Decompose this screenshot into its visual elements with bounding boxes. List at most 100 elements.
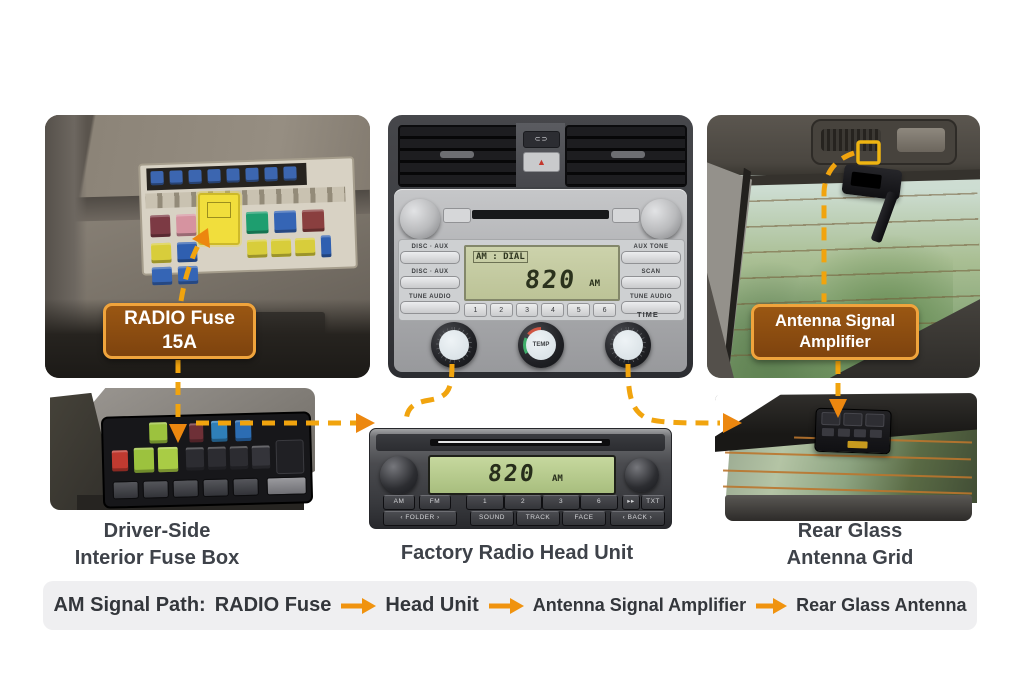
caption-line: Factory Radio Head Unit	[400, 542, 634, 564]
fuse-icon	[246, 239, 268, 259]
connector-pin	[869, 429, 883, 439]
tune-knob	[625, 458, 659, 492]
text-button: TXT	[641, 495, 665, 510]
fm-button: FM	[419, 495, 451, 510]
button-label: DISC · AUX	[411, 269, 449, 275]
track-button: TRACK	[516, 511, 560, 526]
preset-button: 4	[541, 303, 565, 317]
lcd-mode-text: AM : DIAL	[473, 251, 528, 263]
dome-light-bezel	[810, 119, 957, 165]
fuse-icon	[148, 422, 168, 444]
callout-line: Amplifier	[799, 333, 871, 351]
signal-path-step: RADIO Fuse	[214, 594, 332, 616]
dome-light-lens	[896, 128, 945, 152]
preset-button: 3	[542, 495, 580, 510]
side-button-group: DISC · AUX	[400, 269, 460, 289]
caption-head-unit: Factory Radio Head Unit	[342, 540, 692, 567]
air-vent-right	[565, 125, 687, 187]
preset-button: 1	[466, 495, 504, 510]
signal-path-bar: AM Signal Path: RADIO Fuse Head Unit Ant…	[43, 581, 977, 630]
caption-line: Driver-Side	[103, 520, 211, 542]
lcd-band: AM	[589, 279, 600, 289]
rocker-switch	[142, 480, 169, 499]
fuse-icon	[320, 235, 332, 258]
button-label: SCAN	[641, 269, 661, 275]
fuse-icon	[229, 445, 249, 470]
callout-line: 15A	[162, 332, 197, 353]
preset-button: 6	[580, 495, 618, 510]
lower-sill	[725, 495, 972, 521]
fuse-slot-row	[145, 186, 346, 209]
fuse-icon	[177, 265, 199, 285]
photo-head-unit-dash: ⊂⊃ ▲ DISC · AUX DISC · AUX TUNE AUDIO AU…	[388, 115, 693, 378]
preset-button-row: 1 2 3 4 5 6	[464, 303, 616, 317]
fuse-icon	[189, 423, 204, 443]
fuse-icon	[251, 445, 271, 469]
seek-button: ▸▸	[622, 495, 640, 510]
fuse-icon	[210, 420, 228, 442]
rocker-switch	[112, 480, 139, 500]
knob-face	[439, 330, 469, 360]
fuse-icon	[150, 242, 172, 264]
eject-button: ⊂⊃	[523, 131, 560, 148]
connector-tab	[843, 412, 863, 427]
connector-tab	[821, 411, 841, 426]
preset-button: 2	[504, 495, 542, 510]
lcd-frequency: 820	[523, 265, 578, 294]
callout-line: Antenna Signal	[774, 312, 896, 331]
radio-lcd: 820 AM	[428, 455, 616, 495]
folder-button: ‹ FOLDER ›	[383, 511, 457, 526]
button	[400, 251, 460, 264]
fuse-icon	[185, 447, 205, 471]
side-button-group: DISC · AUX	[400, 244, 460, 264]
side-button-group: TUNE AUDIO	[621, 294, 681, 314]
signal-path-step: Head Unit	[385, 594, 479, 616]
fuse-icon	[133, 447, 155, 473]
radio-lcd: AM : DIAL 820 AM	[464, 245, 620, 301]
temp-knob: TEMP	[518, 322, 564, 368]
fuse-icon	[273, 210, 297, 234]
preset-button: 1	[464, 303, 487, 317]
fan-knob	[431, 322, 477, 368]
fuse-icon	[176, 241, 198, 263]
antenna-amplifier-module	[814, 407, 892, 455]
speaker-grille	[820, 129, 881, 151]
signal-path-step: Antenna Signal Amplifier	[532, 595, 747, 615]
fuse-icon	[234, 419, 252, 442]
signal-path-step: Rear Glass Antenna	[796, 595, 967, 615]
preset-button: 2	[489, 303, 513, 317]
lcd-band: AM	[552, 474, 563, 484]
time-label: TIME	[637, 310, 659, 319]
radio-fuse-highlight	[198, 193, 240, 245]
fuse-icon	[301, 209, 325, 233]
fuse-icon	[175, 213, 197, 237]
antenna-amplifier-callout: Antenna Signal Amplifier	[751, 304, 919, 360]
orange-arrow-icon	[488, 597, 524, 614]
knob-face: TEMP	[526, 330, 556, 360]
preset-button: 3	[515, 303, 539, 317]
cd-slot	[472, 210, 609, 219]
button-label: TUNE AUDIO	[629, 294, 673, 300]
sound-button: SOUND	[470, 511, 514, 526]
caption-line: Antenna Grid	[786, 547, 914, 569]
orange-arrow-icon	[341, 597, 377, 614]
button	[400, 301, 460, 314]
callout-line: RADIO Fuse	[124, 308, 235, 330]
preset-button: 6	[593, 303, 616, 317]
caption-line: Rear Glass	[797, 520, 903, 542]
am-button: AM	[383, 495, 415, 510]
tune-knob	[641, 199, 681, 239]
button	[400, 276, 460, 289]
photo-radio-head-unit: 820 AM AM FM 1 2 3 6 ▸▸ TXT ‹ FOLDER › S…	[369, 428, 672, 529]
fuse-panel-black	[100, 411, 314, 509]
orange-arrow-icon	[756, 597, 788, 614]
face-button: FACE	[562, 511, 606, 526]
hazard-button: ▲	[523, 152, 560, 172]
fuse-icon	[111, 450, 129, 472]
knob-face	[613, 330, 643, 360]
rocker-switch	[266, 476, 307, 496]
side-button-group: SCAN	[621, 269, 681, 289]
connector-pin	[821, 427, 835, 437]
caption-line: Interior Fuse Box	[74, 547, 240, 569]
